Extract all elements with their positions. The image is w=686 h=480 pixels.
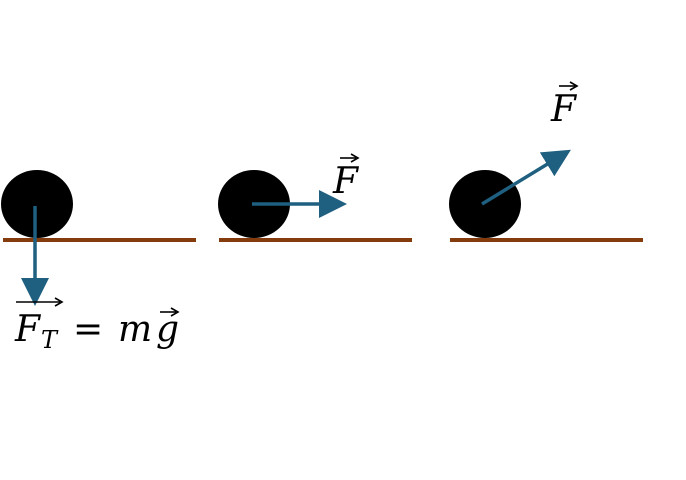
f3-overarrow-head — [569, 81, 579, 91]
ball-1 — [1, 170, 73, 238]
inclined-force-arrow — [481, 149, 571, 206]
gravity-overarrow-head — [54, 297, 64, 307]
panel-inclined-force: F — [449, 81, 643, 242]
panel-horizontal-force: F — [218, 153, 412, 242]
f2-overarrow-head — [350, 153, 360, 163]
g-overarrow-head — [170, 307, 180, 317]
equals-sign: = — [73, 309, 103, 350]
panel-gravity: F T = m g — [1, 170, 196, 354]
gravity-vector-symbol: F — [14, 309, 42, 350]
inclined-force-symbol: F — [550, 89, 578, 130]
gravity-g-symbol: g — [156, 309, 179, 350]
mass-symbol: m — [118, 309, 152, 350]
horizontal-force-symbol: F — [332, 161, 360, 202]
horizontal-force-label: F — [332, 153, 360, 202]
inclined-force-label: F — [550, 81, 579, 130]
gravity-equation: F T = m g — [14, 297, 180, 354]
gravity-subscript: T — [41, 326, 59, 354]
